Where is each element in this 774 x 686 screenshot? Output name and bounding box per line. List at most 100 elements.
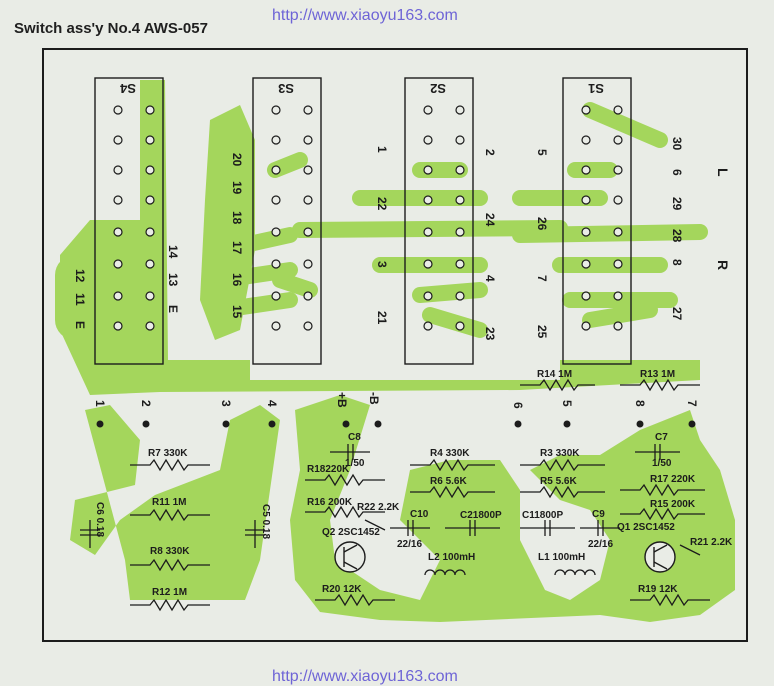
label-r15-value: 200K <box>671 499 696 510</box>
switch-pin <box>145 165 155 175</box>
pin-29: 29 <box>670 197 684 211</box>
terminal-8: 8 <box>633 400 647 407</box>
terminal-2: 2 <box>139 400 153 407</box>
switch-pin <box>145 135 155 145</box>
terminal-7: 7 <box>685 400 699 407</box>
switch-pin <box>145 291 155 301</box>
switch-s2 <box>404 77 474 365</box>
pin-26: 26 <box>535 217 549 231</box>
switch-pin <box>455 259 465 269</box>
switch-pin <box>581 195 591 205</box>
resistor-r14 <box>520 378 595 392</box>
label-r7-value: 330K <box>164 448 189 459</box>
switch-pin <box>113 259 123 269</box>
switch-label-s2: S2 <box>430 81 446 96</box>
switch-s4 <box>94 77 164 365</box>
svg-text:C11800P: C11800P <box>522 510 563 521</box>
svg-text:R8 330K: R8 330K <box>150 546 190 557</box>
resistor-r19 <box>630 593 710 607</box>
terminal-pad <box>374 420 382 428</box>
capacitor-c10 <box>390 520 430 536</box>
svg-text:C5 0.18: C5 0.18 <box>260 504 271 539</box>
resistor-r5 <box>520 485 605 499</box>
resistor-r20 <box>315 593 395 607</box>
pin-1: 1 <box>375 146 389 153</box>
label-r8-ref: R8 <box>150 546 163 557</box>
switch-pin <box>271 291 281 301</box>
terminal-pad <box>342 420 350 428</box>
switch-pin <box>113 105 123 115</box>
pin-19: 19 <box>230 181 244 195</box>
svg-text:R20 12K: R20 12K <box>322 584 362 595</box>
label-r13-value: 1M <box>661 369 675 380</box>
svg-text:R14 1M: R14 1M <box>537 369 572 380</box>
switch-pin <box>271 321 281 331</box>
label-r7-ref: R7 <box>148 448 161 459</box>
label-r4-value: 330K <box>446 448 471 459</box>
svg-text:R3 330K: R3 330K <box>540 448 580 459</box>
label-c9-ref: C9 <box>592 509 605 520</box>
label-r4-ref: R4 <box>430 448 443 459</box>
capacitor-c1 <box>520 520 575 536</box>
switch-pin <box>423 259 433 269</box>
label-r21-ref: R21 <box>690 537 709 548</box>
svg-text:R7 330K: R7 330K <box>148 448 188 459</box>
label-c5-value: 0.18 <box>260 520 271 540</box>
resistor-r13 <box>620 378 700 392</box>
resistor-r4 <box>410 458 495 472</box>
switch-pin <box>113 291 123 301</box>
diagram-title: Switch ass'y No.4 AWS-057 <box>14 20 208 37</box>
svg-text:C8: C8 <box>348 432 361 443</box>
switch-pin <box>303 165 313 175</box>
switch-labels: S4 S3 S2 S1 <box>119 81 604 96</box>
pin-18: 18 <box>230 211 244 225</box>
resistor-r21 <box>679 544 701 556</box>
switch-pin <box>613 291 623 301</box>
resistor-r12 <box>130 598 210 612</box>
resistor-r6 <box>410 485 495 499</box>
channel-l-label: L <box>715 168 731 177</box>
watermark-top: http://www.xiaoyu163.com <box>272 7 458 24</box>
terminal-6: 6 <box>511 402 525 409</box>
svg-text:R16 200K: R16 200K <box>307 497 353 508</box>
label-r18-ref: R18 <box>307 464 326 475</box>
terminal-pad <box>268 420 276 428</box>
switch-pin <box>613 135 623 145</box>
terminal-pad <box>222 420 230 428</box>
label-r22-value: 2.2K <box>378 502 400 513</box>
switch-pin <box>581 135 591 145</box>
pin-25: 25 <box>535 325 549 339</box>
label-r18-value: 220K <box>325 464 350 475</box>
pin-12: 12 <box>73 269 87 283</box>
switch-pin <box>455 291 465 301</box>
svg-text:R5 5.6K: R5 5.6K <box>540 476 577 487</box>
pin-23: 23 <box>483 327 497 341</box>
switch-label-s3: S3 <box>278 81 294 96</box>
switch-s3 <box>252 77 322 365</box>
capacitor-c9 <box>580 520 620 536</box>
label-l2-ref: L2 <box>428 552 440 563</box>
label-r15-ref: R15 <box>650 499 669 510</box>
switch-pin <box>303 259 313 269</box>
transistor-q2 <box>334 541 366 573</box>
label-c10-ref: C10 <box>410 509 429 520</box>
resistor-r11 <box>130 508 210 522</box>
label-r16-value: 200K <box>328 497 353 508</box>
terminal-pad <box>688 420 696 428</box>
pin-2: 2 <box>483 149 497 156</box>
svg-text:L1 100mH: L1 100mH <box>538 552 585 563</box>
svg-text:Q1 2SC1452: Q1 2SC1452 <box>617 522 675 533</box>
label-l1-value: 100mH <box>552 552 585 563</box>
pin-8: 8 <box>670 259 684 266</box>
switch-pin <box>145 259 155 269</box>
pin-17: 17 <box>230 241 244 255</box>
label-r20-ref: R20 <box>322 584 341 595</box>
pin-7: 7 <box>535 275 549 282</box>
label-l2-value: 100mH <box>442 552 475 563</box>
switch-label-s4: S4 <box>119 81 136 96</box>
label-r19-ref: R19 <box>638 584 657 595</box>
switch-pins <box>113 105 623 331</box>
label-r12-ref: R12 <box>152 587 171 598</box>
resistor-r3 <box>520 458 605 472</box>
pin-13: 13 <box>166 273 180 287</box>
